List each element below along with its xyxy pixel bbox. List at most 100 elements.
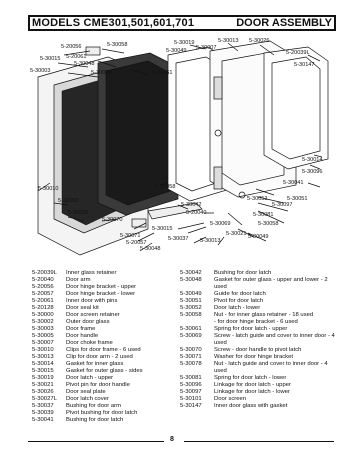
- part-description: Door latch cover: [66, 396, 109, 402]
- legend-row: 5-30021 Pivot pin for door handle: [32, 382, 172, 389]
- part-description: Door seal kit: [66, 305, 99, 311]
- part-code: 5-30039: [32, 410, 54, 416]
- legend-row: - for door hinge bracket - 6 used: [180, 319, 340, 326]
- callout: 5-30000: [91, 70, 112, 76]
- part-code: 5-30061: [180, 326, 202, 332]
- callout: 5-30049: [248, 234, 269, 240]
- part-description: Gasket for inner glass: [66, 361, 124, 367]
- callout: 5-30042: [181, 202, 202, 208]
- part-description: Door seal plate: [66, 389, 106, 395]
- part-code: 5-30070: [180, 347, 202, 353]
- part-description: Washer for door hinge bracket: [214, 354, 294, 360]
- callout: 5-30058: [155, 184, 176, 190]
- legend-row: 5-30037 Bushing for door arm: [32, 403, 172, 410]
- part-code: 5-30052: [180, 305, 202, 311]
- part-description: Inner door glass with gasket: [214, 403, 288, 409]
- part-code: 5-30021: [32, 382, 54, 388]
- part-code: 5-30027L: [32, 396, 57, 402]
- part-code: 5-30007: [32, 340, 54, 346]
- part-description: Linkage for door latch - upper: [214, 382, 291, 388]
- part-code: 5-30037: [32, 403, 54, 409]
- footer-rule-left: [28, 441, 164, 442]
- part-code: 5-30048: [180, 277, 202, 283]
- part-code: 5-30101: [180, 396, 202, 402]
- parts-legend-right: 5-30042 Bushing for door latch 5-30048 Gas…: [180, 270, 340, 410]
- callout: 5-30041: [283, 180, 304, 186]
- callout: 5-30026: [249, 38, 270, 44]
- part-code: 5-30069: [180, 333, 202, 339]
- part-code: 5-30013: [32, 354, 54, 360]
- part-description: Door screen retainer: [66, 312, 120, 318]
- part-code: 5-30042: [180, 270, 202, 276]
- part-code: 5-30014: [32, 361, 54, 367]
- part-code: 5-30078: [180, 361, 202, 367]
- part-code: 5-30002: [32, 319, 54, 325]
- part-description: Gasket for outer glass - upper and lower…: [214, 277, 328, 290]
- callout: 5-30014: [302, 157, 323, 163]
- part-description: Pivot bushing for door latch: [66, 410, 138, 416]
- part-description: Pivot pin for door handle: [66, 382, 130, 388]
- part-code: 5-20040: [32, 277, 54, 283]
- callout: 5-30015: [40, 56, 61, 62]
- part-description: Bushing for door latch: [214, 270, 272, 276]
- part-description: Door frame: [66, 326, 96, 332]
- callout: 5-30097: [272, 202, 293, 208]
- page-title: MODELS CME301,501,601,701: [32, 17, 195, 29]
- legend-row: 5-30014 Gasket for inner glass: [32, 361, 172, 368]
- part-description: Inner glass retainer: [66, 270, 117, 276]
- callout: 5-30096: [302, 169, 323, 175]
- legend-row: 5-30003 Door frame: [32, 326, 172, 333]
- part-description: Guide for door latch: [214, 291, 266, 297]
- callout: 5-30058: [107, 42, 128, 48]
- part-code: 5-30041: [32, 417, 54, 423]
- part-description: Linkage for door latch - lower: [214, 389, 290, 395]
- callout: 5-20061: [66, 54, 87, 60]
- callout: 5-30002: [58, 198, 79, 204]
- legend-row: 5-30049 Guide for door latch: [180, 291, 340, 298]
- part-code: 5-20128: [32, 305, 54, 311]
- part-description: Door hinge bracket - lower: [66, 291, 136, 297]
- part-code: 5-30051: [180, 298, 202, 304]
- callout: 5-30049: [166, 48, 187, 54]
- callout: 5-30147: [294, 62, 315, 68]
- callout: 5-20057: [126, 240, 147, 246]
- callout: 5-30019: [174, 40, 195, 46]
- callout: 5-20040: [186, 210, 207, 216]
- legend-row: 5-30026 Door seal plate: [32, 389, 172, 396]
- legend-row: 5-20039L Inner glass retainer: [32, 270, 172, 277]
- callout: 5-30007: [196, 45, 217, 51]
- part-code: 5-30000: [32, 312, 54, 318]
- part-code: 5-30005: [32, 333, 54, 339]
- part-description: Door latch - upper: [66, 375, 114, 381]
- legend-row: 5-30048 Gasket for outer glass - upper an…: [180, 277, 340, 291]
- part-code: 5-30003: [32, 326, 54, 332]
- part-description: Inner door with pins: [66, 298, 118, 304]
- callout: 5-30013: [200, 238, 221, 244]
- part-code: 5-30049: [180, 291, 202, 297]
- page-number: 8: [170, 436, 174, 443]
- part-code: 5-30010: [32, 347, 54, 353]
- part-code: 5-20039L: [32, 270, 57, 276]
- callout: 5-30081: [253, 212, 274, 218]
- part-code: 5-30026: [32, 389, 54, 395]
- callout: 5-30013: [218, 38, 239, 44]
- part-code: 5-20056: [32, 284, 54, 290]
- part-description: Bushing for door arm: [66, 403, 122, 409]
